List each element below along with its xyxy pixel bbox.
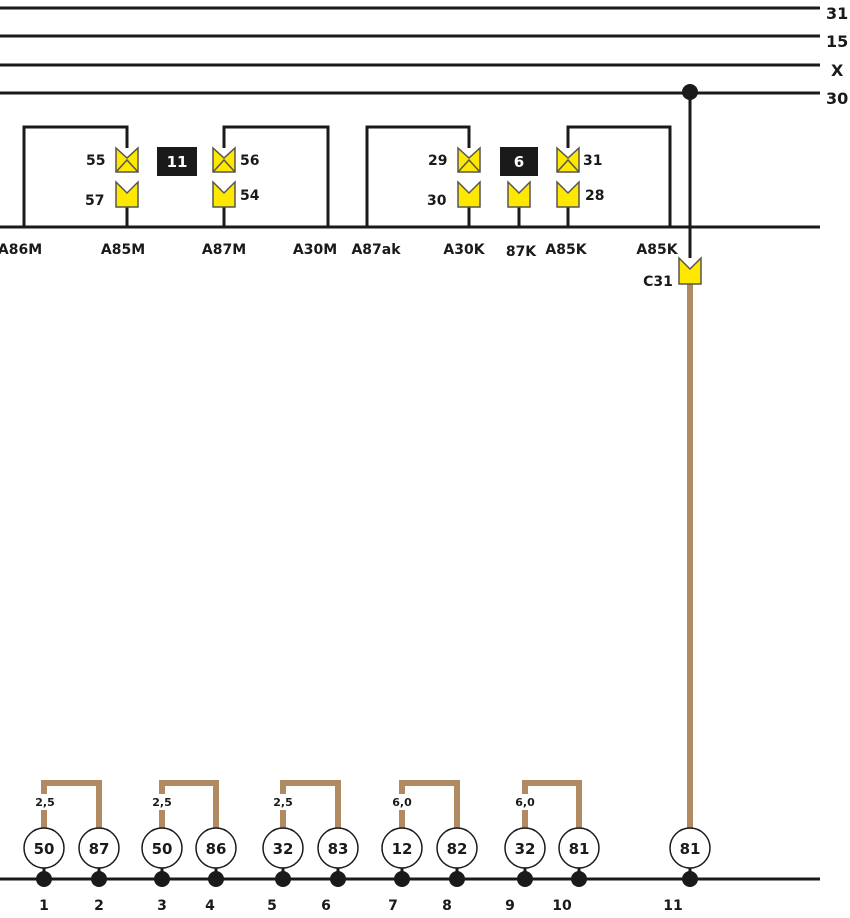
pin-label-30: 30	[427, 193, 447, 209]
conn-label: 87K	[506, 244, 537, 260]
terminal-circle	[669, 827, 711, 869]
relay-6-wiring	[365, 125, 672, 227]
terminal-circle-label: 82	[447, 840, 468, 858]
bus-15-label: 15	[826, 32, 848, 51]
conn-label: A85K	[545, 242, 587, 258]
power-buses: 31 15 X 30	[0, 4, 848, 108]
gauge-label: 6,0	[392, 796, 412, 809]
relay-6-label: 6	[514, 153, 524, 171]
terminal-circle	[381, 827, 423, 869]
rail-junction-dots	[36, 871, 698, 887]
pin-number: 8	[442, 898, 452, 914]
conn-label: A30M	[293, 242, 337, 258]
terminal-circle-label: 50	[152, 840, 173, 858]
terminal-circle	[436, 827, 478, 869]
connector-c31	[678, 256, 702, 285]
connector-labels: A86M A85M A87M A30M A87ak A30K 87K A85K …	[0, 242, 679, 260]
pin-number: 9	[505, 898, 515, 914]
pin-number: 11	[663, 898, 682, 914]
conn-label: A85K	[636, 242, 678, 258]
terminal-circle-label: 81	[569, 840, 590, 858]
pin-label-29: 29	[428, 153, 447, 169]
connector-pin-57	[115, 180, 139, 208]
terminal-circle-label: 12	[392, 840, 413, 858]
gauge-label: 6,0	[515, 796, 535, 809]
gauge-label: 2,5	[35, 796, 55, 809]
terminal-circle-label: 83	[328, 840, 349, 858]
jumper-wires	[41, 780, 582, 830]
pin-numbers: 1 2 3 4 5 6 7 8 9 10 11	[39, 898, 683, 914]
pin-number: 2	[94, 898, 104, 914]
pin-label-31: 31	[583, 153, 602, 169]
bus-31-label: 31	[826, 4, 848, 23]
terminal-circle	[504, 827, 546, 869]
pin-number: 6	[321, 898, 331, 914]
terminal-circles: 50 87 50 86 32 83 12 82 32 81 81	[23, 827, 711, 869]
terminal-circle	[23, 827, 65, 869]
pin-number: 10	[552, 898, 572, 914]
pin-label-56: 56	[240, 153, 259, 169]
connector-pin-30	[457, 180, 481, 208]
gauge-label: 2,5	[152, 796, 172, 809]
terminal-circle	[195, 827, 237, 869]
terminal-circle-label: 50	[34, 840, 55, 858]
terminal-circle	[78, 827, 120, 869]
terminal-circle-label: 81	[680, 840, 701, 858]
relay-11-wiring	[22, 125, 330, 227]
bus-x-label: X	[831, 61, 844, 80]
relay-11-label: 11	[167, 153, 188, 171]
bus-30-label: 30	[826, 89, 848, 108]
pin-number: 4	[205, 898, 215, 914]
conn-label: A85M	[101, 242, 145, 258]
relay-6-box	[500, 147, 538, 176]
conn-label: A86M	[0, 242, 42, 258]
pin-label-54: 54	[240, 188, 260, 204]
terminal-circle	[317, 827, 359, 869]
gauge-label: 2,5	[273, 796, 293, 809]
terminal-circle-label: 32	[273, 840, 294, 858]
pin-label-57: 57	[85, 193, 104, 209]
pin-label-55: 55	[86, 153, 105, 169]
terminal-circle-label: 86	[206, 840, 227, 858]
connector-pin-28	[556, 180, 580, 208]
relay-11-box	[157, 147, 197, 176]
relay-11-connectors: 55 57 56 54 11	[85, 146, 260, 209]
conn-label: A87ak	[351, 242, 401, 258]
connector-87k	[507, 180, 531, 208]
terminal-stubs	[42, 868, 692, 879]
pin-number: 5	[267, 898, 277, 914]
pin-label-28: 28	[585, 188, 604, 204]
pin-number: 7	[388, 898, 398, 914]
conn-label: A30K	[443, 242, 485, 258]
conn-label: A87M	[202, 242, 246, 258]
wire-gauge-labels: 2,5 2,5 2,5 6,0 6,0	[33, 794, 537, 810]
terminal-circle-label: 87	[89, 840, 110, 858]
junction-dot-bus30	[682, 84, 698, 100]
terminal-circle	[558, 827, 600, 869]
pin-number: 3	[157, 898, 167, 914]
pin-number: 1	[39, 898, 49, 914]
c31-label: C31	[643, 274, 673, 290]
terminal-circle	[262, 827, 304, 869]
terminal-circle-label: 32	[515, 840, 536, 858]
relay-6-connectors: 29 30 31 28 6	[427, 146, 604, 209]
connector-pin-54	[212, 180, 236, 208]
terminal-circle	[141, 827, 183, 869]
